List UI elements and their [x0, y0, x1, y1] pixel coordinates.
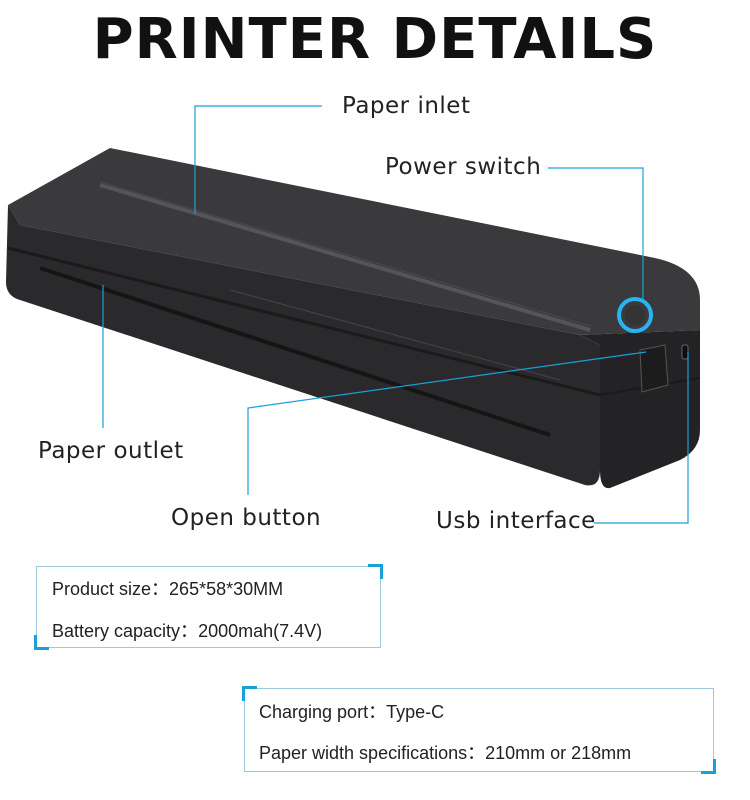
- spec-charging-port: Charging port：Type-C: [259, 702, 445, 722]
- spec-box-product: Product size：265*58*30MM Battery capacit…: [34, 564, 383, 650]
- spec-box-charging: Charging port：Type-C Paper width specifi…: [242, 686, 716, 774]
- power-switch-icon: [617, 297, 653, 333]
- page-title: PRINTER DETAILS: [92, 7, 658, 72]
- callout-open-button: Open button: [171, 505, 322, 531]
- callout-paper-inlet: Paper inlet: [342, 93, 471, 119]
- spec-battery-capacity: Battery capacity：2000mah(7.4V): [52, 621, 323, 641]
- printer-body: [6, 148, 701, 489]
- callout-usb-interface: Usb interface: [436, 508, 596, 534]
- callout-power-switch: Power switch: [385, 154, 542, 180]
- spec-paper-width: Paper width specifications：210mm or 218m…: [259, 743, 632, 763]
- callout-paper-outlet: Paper outlet: [38, 438, 184, 464]
- printer-illustration: [6, 105, 701, 524]
- callout-lines: [102, 105, 689, 524]
- spec-product-size: Product size：265*58*30MM: [52, 579, 284, 599]
